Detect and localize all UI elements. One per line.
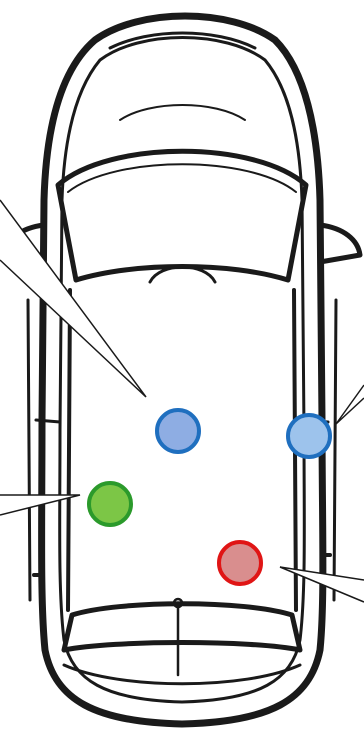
callout-pointer-right — [336, 385, 364, 424]
side-mirror-right — [320, 225, 360, 262]
hood-ridge — [120, 105, 245, 120]
marker-red-rear[interactable] — [219, 542, 261, 584]
callout-pointer-top-left — [0, 200, 146, 397]
rear-window — [64, 604, 300, 650]
rear-bumper — [64, 665, 300, 684]
car-body-outline — [42, 16, 323, 724]
windshield-inner — [68, 164, 296, 192]
marker-blue-center[interactable] — [157, 410, 199, 452]
marker-green-left[interactable] — [89, 483, 131, 525]
windshield — [58, 151, 306, 280]
marker-lightblue-right[interactable] — [288, 415, 330, 457]
roof-rail-left — [68, 290, 70, 610]
